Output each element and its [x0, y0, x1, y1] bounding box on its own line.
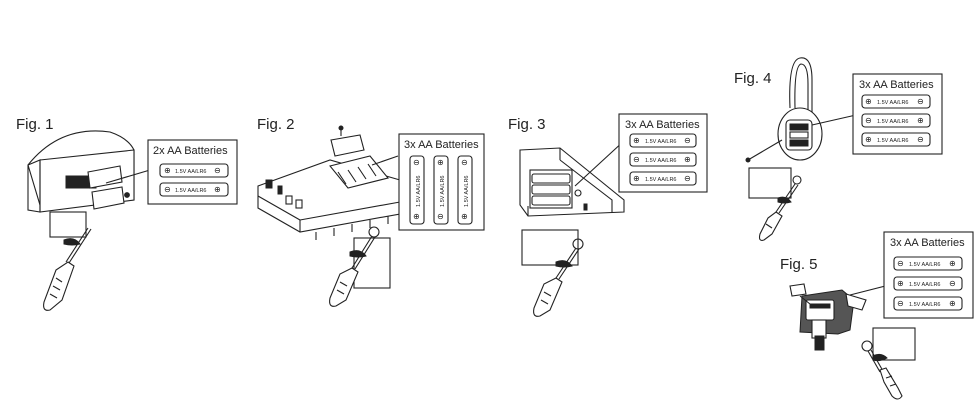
fig-2-battery-3-label: 1.5V AA/LR6 — [464, 176, 470, 208]
fig-5-battery-1-minus-icon: ⊖ — [897, 259, 904, 268]
fig-3-battery-3-plus-icon: ⊕ — [633, 174, 640, 183]
fig-4-battery-2-minus-icon: ⊖ — [865, 116, 872, 125]
fig-1-battery-cell-2: ⊖ 1.5V AA/LR6 ⊕ — [159, 182, 229, 197]
fig-1-battery-2-minus-icon: ⊖ — [164, 185, 171, 194]
fig-4-battery-cell-3: ⊕ 1.5V AA/LR6 ⊖ — [861, 132, 931, 147]
fig-3-battery-1-label: 1.5V AA/LR6 — [645, 139, 677, 145]
fig-3-screwdriver-icon — [521, 229, 584, 317]
fig-2-battery-cover-icon — [330, 134, 365, 157]
fig-3-battery-2-plus-icon: ⊕ — [684, 155, 691, 164]
fig-4-battery-box: 3x AA Batteries ⊕ 1.5V AA/LR6 ⊖ ⊖ 1.5V A… — [852, 73, 943, 155]
fig-4-battery-1-minus-icon: ⊖ — [917, 97, 924, 106]
fig-2-battery-1-minus-icon: ⊖ — [413, 158, 420, 167]
fig-3-battery-1-minus-icon: ⊖ — [684, 136, 691, 145]
fig-1-device — [27, 130, 151, 213]
fig-5-battery-box: 3x AA Batteries ⊖ 1.5V AA/LR6 ⊕ ⊕ 1.5V A… — [883, 231, 974, 319]
fig-2-battery-2-plus-icon: ⊕ — [437, 158, 444, 167]
fig-4-headset-icon — [745, 57, 857, 163]
fig-2-battery-cell-1: ⊕ 1.5V AA/LR6 ⊖ — [409, 155, 425, 225]
fig-3-battery-box-title: 3x AA Batteries — [625, 119, 700, 131]
fig-3-battery-cell-1: ⊕ 1.5V AA/LR6 ⊖ — [629, 133, 697, 148]
fig-1-screwdriver-icon — [43, 211, 92, 311]
fig-2-battery-1-plus-icon: ⊕ — [413, 212, 420, 221]
fig-4-battery-2-label: 1.5V AA/LR6 — [877, 119, 909, 125]
fig-4-battery-cell-2: ⊖ 1.5V AA/LR6 ⊕ — [861, 113, 931, 128]
fig-3-battery-2-minus-icon: ⊖ — [633, 155, 640, 164]
fig-3-device — [519, 139, 626, 217]
fig-5-battery-cell-1: ⊖ 1.5V AA/LR6 ⊕ — [893, 256, 963, 271]
fig-2-battery-1-label: 1.5V AA/LR6 — [416, 176, 422, 208]
fig-1-battery-box: 2x AA Batteries ⊕ 1.5V AA/LR6 ⊖ ⊖ 1.5V A… — [147, 139, 238, 205]
fig-2-label: Fig. 2 — [257, 116, 295, 133]
fig-1-battery-2-label: 1.5V AA/LR6 — [175, 188, 207, 194]
fig-4-screwdriver-icon — [748, 167, 802, 241]
fig-3-battery-box: 3x AA Batteries ⊕ 1.5V AA/LR6 ⊖ ⊖ 1.5V A… — [618, 113, 708, 193]
fig-4-battery-3-minus-icon: ⊖ — [917, 135, 924, 144]
fig-4-label: Fig. 4 — [734, 70, 772, 87]
fig-3-label: Fig. 3 — [508, 116, 546, 133]
fig-5-battery-box-title: 3x AA Batteries — [890, 237, 965, 249]
fig-2-battery-cell-3: ⊕ 1.5V AA/LR6 ⊖ — [457, 155, 473, 225]
fig-4-battery-3-label: 1.5V AA/LR6 — [877, 138, 909, 144]
fig-5-battery-3-minus-icon: ⊖ — [897, 299, 904, 308]
fig-3-battery-cell-3: ⊕ 1.5V AA/LR6 ⊖ — [629, 171, 697, 186]
fig-5-battery-3-label: 1.5V AA/LR6 — [909, 302, 941, 308]
fig-2-screw-icon — [338, 125, 344, 136]
fig-5-battery-2-label: 1.5V AA/LR6 — [909, 282, 941, 288]
fig-1-label: Fig. 1 — [16, 116, 54, 133]
fig-5-screwdriver-icon — [861, 327, 916, 400]
fig-5-label: Fig. 5 — [780, 256, 818, 273]
fig-2-battery-2-minus-icon: ⊖ — [437, 212, 444, 221]
fig-5-battery-2-plus-icon: ⊕ — [897, 279, 904, 288]
fig-5-battery-1-plus-icon: ⊕ — [949, 259, 956, 268]
fig-4-battery-3-plus-icon: ⊕ — [865, 135, 872, 144]
fig-1-battery-1-minus-icon: ⊖ — [214, 166, 221, 175]
fig-5-battery-2-minus-icon: ⊖ — [949, 279, 956, 288]
fig-3-battery-cell-2: ⊖ 1.5V AA/LR6 ⊕ — [629, 152, 697, 167]
fig-1-screw-icon — [124, 192, 130, 198]
fig-2-battery-cell-2: ⊖ 1.5V AA/LR6 ⊕ — [433, 155, 449, 225]
fig-1-battery-1-label: 1.5V AA/LR6 — [175, 169, 207, 175]
fig-2-screwdriver-icon — [329, 226, 391, 307]
fig-2-battery-3-plus-icon: ⊕ — [461, 212, 468, 221]
fig-1-battery-2-plus-icon: ⊕ — [214, 185, 221, 194]
fig-4-battery-cell-1: ⊕ 1.5V AA/LR6 ⊖ — [861, 94, 931, 109]
fig-2-battery-box: 3x AA Batteries ⊕ 1.5V AA/LR6 ⊖ ⊖ 1.5V A… — [398, 133, 485, 231]
fig-1-battery-cover-icon — [91, 186, 125, 210]
fig-5-battery-cell-2: ⊕ 1.5V AA/LR6 ⊖ — [893, 276, 963, 291]
fig-5-battery-cell-3: ⊖ 1.5V AA/LR6 ⊕ — [893, 296, 963, 311]
fig-3-battery-1-plus-icon: ⊕ — [633, 136, 640, 145]
fig-4-battery-1-label: 1.5V AA/LR6 — [877, 100, 909, 106]
fig-2-device — [257, 155, 401, 240]
fig-3-battery-3-label: 1.5V AA/LR6 — [645, 177, 677, 183]
fig-3-battery-2-label: 1.5V AA/LR6 — [645, 158, 677, 164]
fig-5-battery-1-label: 1.5V AA/LR6 — [909, 262, 941, 268]
fig-4-battery-box-title: 3x AA Batteries — [859, 79, 934, 91]
fig-2-battery-2-label: 1.5V AA/LR6 — [440, 176, 446, 208]
fig-4-battery-1-plus-icon: ⊕ — [865, 97, 872, 106]
fig-4-battery-2-plus-icon: ⊕ — [917, 116, 924, 125]
fig-5-battery-3-plus-icon: ⊕ — [949, 299, 956, 308]
fig-1-battery-box-title: 2x AA Batteries — [153, 145, 228, 157]
fig-2-battery-3-minus-icon: ⊖ — [461, 158, 468, 167]
fig-3-battery-3-minus-icon: ⊖ — [684, 174, 691, 183]
fig-1-battery-1-plus-icon: ⊕ — [164, 166, 171, 175]
fig-5-device — [789, 283, 894, 351]
fig-2-battery-box-title: 3x AA Batteries — [404, 139, 479, 151]
fig-1-battery-cell-1: ⊕ 1.5V AA/LR6 ⊖ — [159, 163, 229, 178]
